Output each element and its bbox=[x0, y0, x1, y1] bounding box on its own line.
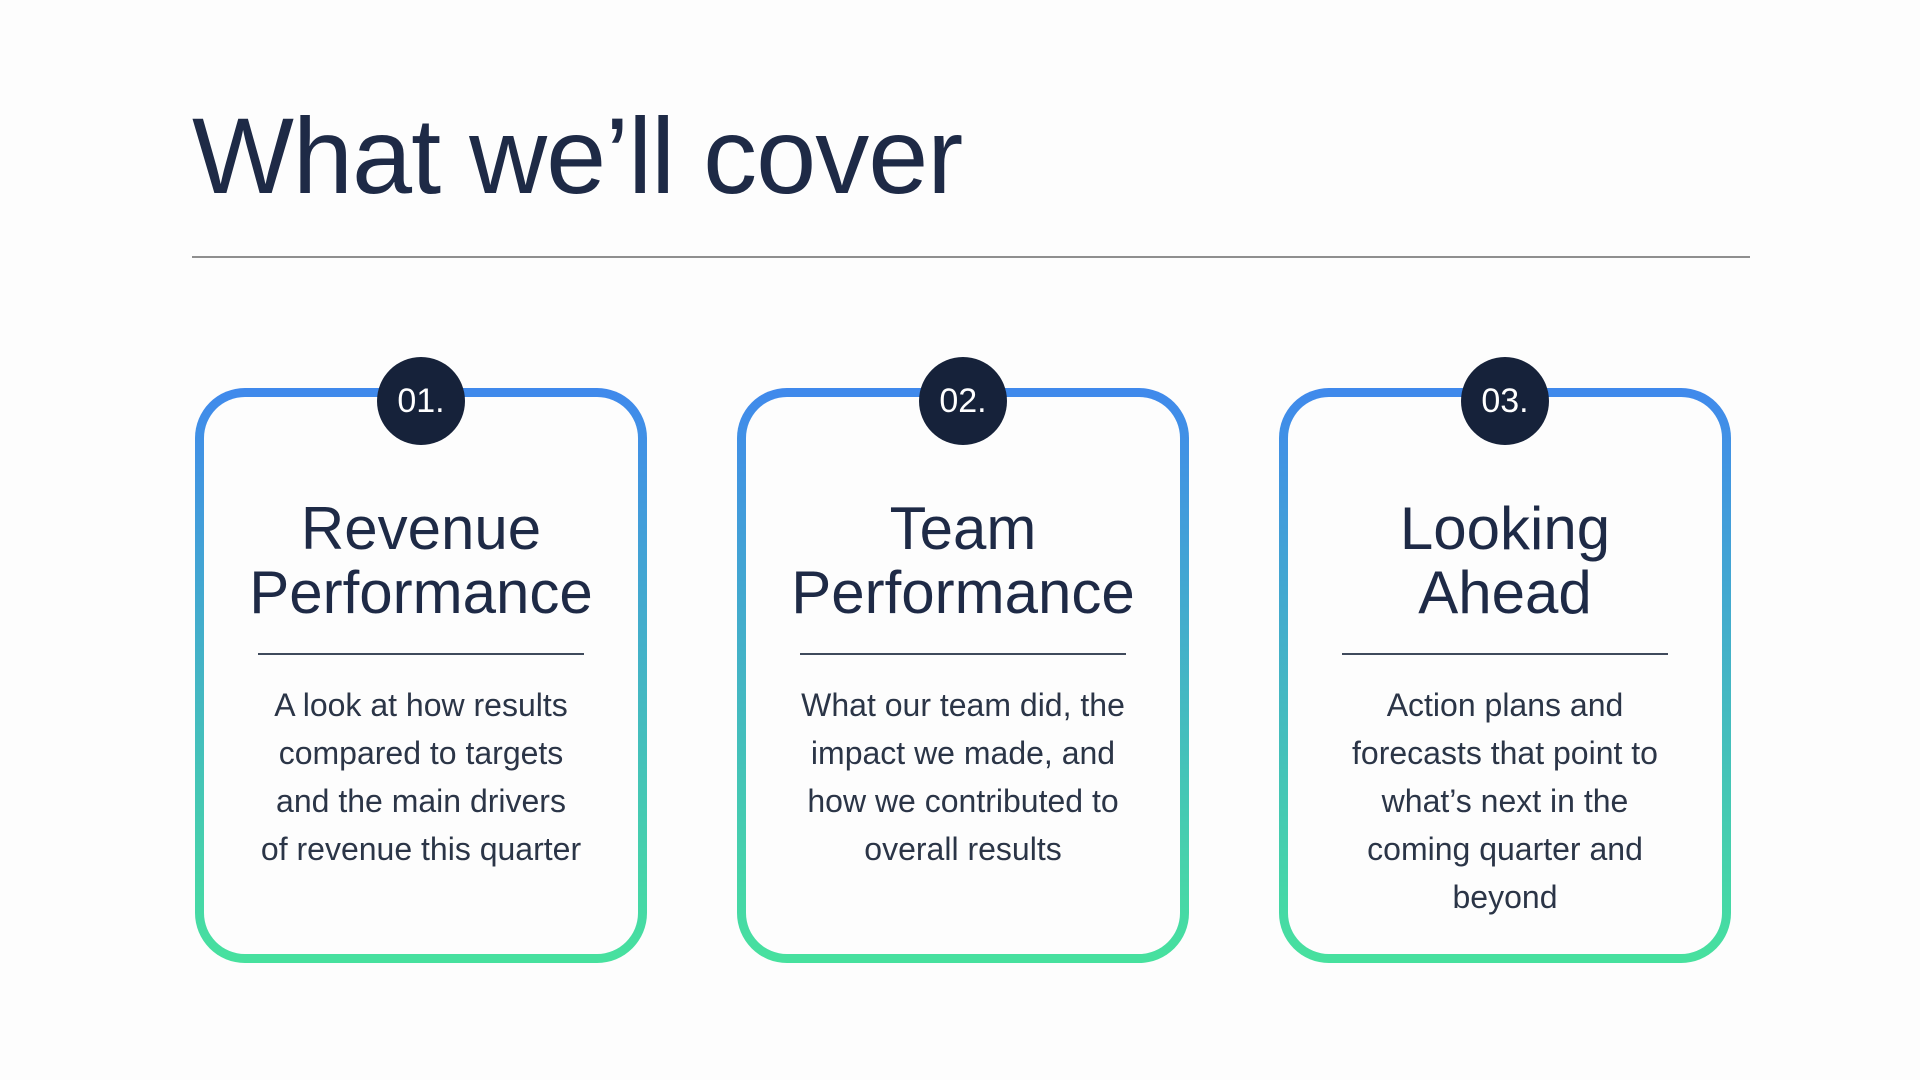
card-heading: Revenue Performance bbox=[249, 495, 593, 626]
card-number-badge: 03. bbox=[1461, 357, 1549, 445]
card-looking-ahead: 03. Looking Ahead Action plans and forec… bbox=[1279, 357, 1731, 963]
card-divider bbox=[800, 653, 1126, 655]
card-number-badge: 01. bbox=[377, 357, 465, 445]
card-divider bbox=[1342, 653, 1668, 655]
title-divider bbox=[192, 256, 1750, 258]
card-team-performance: 02. Team Performance What our team did, … bbox=[737, 357, 1189, 963]
card-description: A look at how results compared to target… bbox=[260, 687, 582, 867]
card-heading: Team Performance bbox=[791, 495, 1135, 626]
card-description: Action plans and forecasts that point to… bbox=[1352, 687, 1658, 915]
card-heading: Looking Ahead bbox=[1399, 495, 1611, 626]
card-description: What our team did, the impact we made, a… bbox=[801, 687, 1125, 867]
card-revenue-performance: 01. Revenue Performance A look at how re… bbox=[195, 357, 647, 963]
slide-title: What we’ll cover bbox=[192, 95, 963, 216]
topic-cards-row: 01. Revenue Performance A look at how re… bbox=[195, 357, 1731, 963]
card-divider bbox=[258, 653, 584, 655]
card-number-badge: 02. bbox=[919, 357, 1007, 445]
